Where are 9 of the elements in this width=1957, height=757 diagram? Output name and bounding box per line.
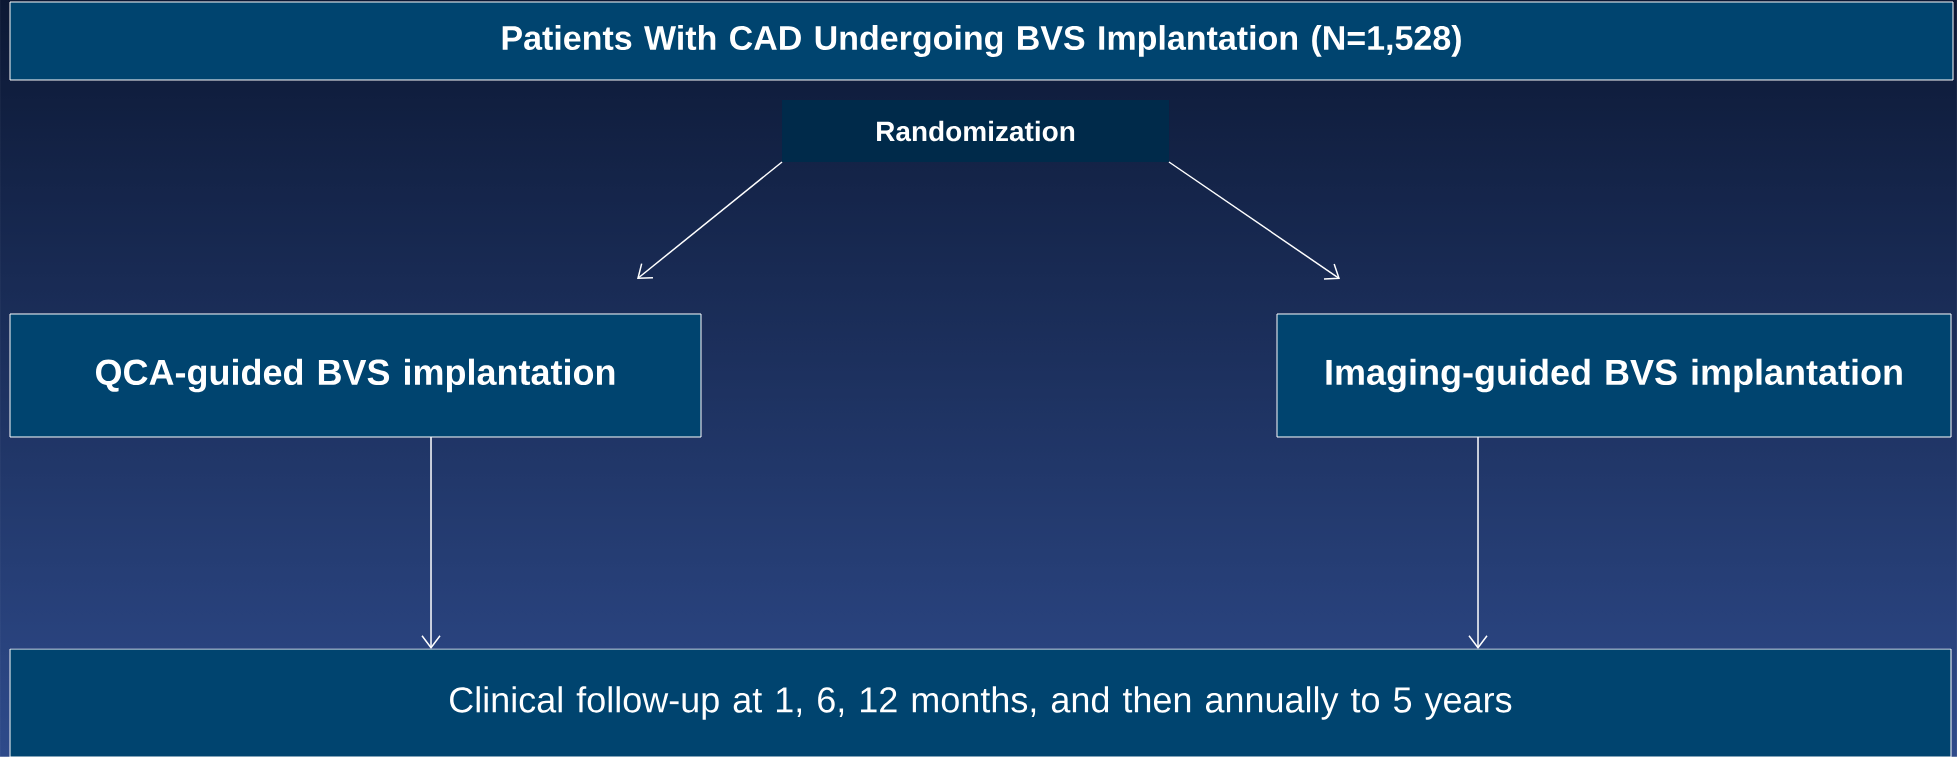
arrow [421, 436, 441, 649]
process-box: Clinical follow-up at 1, 6, 12 months, and then annually to 5 years [9, 648, 1952, 757]
arrow [637, 161, 783, 279]
arrow [1468, 436, 1488, 649]
title-box: Patients With CAD Undergoing BVS Implantation (N=1,528) [9, 1, 1954, 81]
process-box: Randomization [782, 100, 1169, 162]
arrow [1168, 161, 1340, 280]
process-box: QCA-guided BVS implantation [9, 313, 702, 438]
process-box: Imaging-guided BVS implantation [1276, 313, 1952, 438]
